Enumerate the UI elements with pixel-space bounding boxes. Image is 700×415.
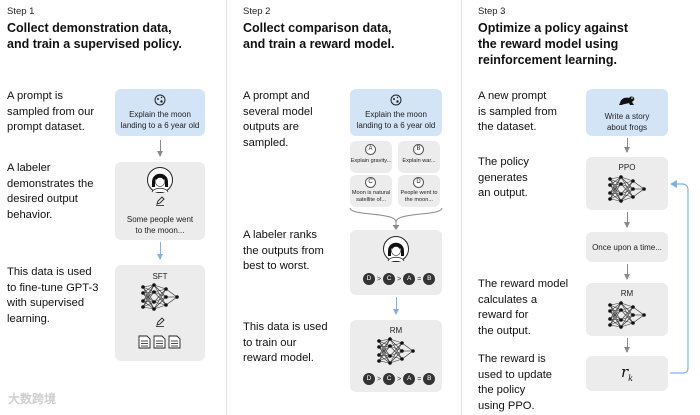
step1-desc-prompt: A prompt is sampled from our prompt data… [7,90,95,133]
step3-arrow-1 [624,138,630,153]
step3-rm-label: RM [620,289,634,298]
documents-icon [138,335,181,349]
step3-reward-card: rk [586,356,668,391]
step2-arrow-2 [393,297,399,315]
step3-arrow-4 [624,338,630,353]
step3-desc-rm: The reward model calculates a reward for… [478,278,569,337]
step1-labeler-card: Some people went to the moon... [115,162,205,240]
step2-output-d: D People went to the moon... [398,175,440,207]
rank-item: C [383,273,396,285]
step2-rm-label: RM [389,326,403,335]
rank-item: C [383,373,396,385]
step2-output-b: B Explain war... [398,141,440,173]
step3-prompt-text: Write a story about frogs [604,112,650,132]
step3-label: Step 3 [478,6,506,17]
labeler-avatar-icon [383,236,409,262]
moon-icon [390,94,402,106]
rank-op: > [377,375,382,383]
step3-ppo-label: PPO [618,163,636,172]
step3-output-text: Once upon a time... [592,243,662,252]
output-letter-c: C [365,177,376,188]
reward-main: r [620,363,629,381]
step3-rm-neural-net-icon [608,301,646,329]
step1-arrow-1 [157,140,163,157]
step2-desc-sampled: A prompt and several model outputs are s… [243,90,313,149]
step2-prompt-text: Explain the moon landing to a 6 year old [356,110,436,130]
reward-sub: k [628,374,634,383]
step3-heading: Optimize a policy against the reward mod… [478,21,629,67]
rank-item: D [363,373,375,385]
output-text-b: Explain war... [402,158,436,164]
step3-output-card: Once upon a time... [586,232,668,262]
rank-op: = [417,275,422,283]
step2-label: Step 2 [243,6,271,17]
rank-item: B [423,373,436,385]
step2-ranking-2: D > C > A = B [363,373,436,385]
rank-item: A [403,273,416,285]
step3-prompt-box: Write a story about frogs [586,89,668,136]
step1-labeler-text: Some people went to the moon... [126,215,194,235]
step1-prompt-text: Explain the moon landing to a 6 year old [120,110,200,130]
rank-op: > [397,375,402,383]
step2-merge-bracket [349,207,443,230]
pencil-icon [156,196,165,206]
step2-output-c: C Moon is natural satellite of... [350,175,392,207]
step1-desc-finetune: This data is used to fine-tune GPT-3 wit… [7,266,99,325]
reward-symbol: rk [586,363,668,383]
step2-desc-train: This data is used to train our reward mo… [243,321,328,364]
step1-arrow-2 [157,242,163,260]
output-text-a: Explain gravity... [350,158,392,164]
step2-prompt-box: Explain the moon landing to a 6 year old [350,89,442,136]
step2-output-a: A Explain gravity... [350,141,392,173]
step2-labeler-card: D > C > A = B [350,230,442,295]
step2-desc-ranks: A labeler ranks the outputs from best to… [243,229,324,272]
frog-icon [619,96,635,105]
step2-ranking-1: D > C > A = B [363,273,436,285]
step1-label: Step 1 [7,6,35,17]
step3-neural-net-icon [608,175,646,203]
moon-icon [154,94,166,106]
rank-op: > [397,275,402,283]
step2-rm-card: RM D > C > A = B [350,320,442,392]
rank-item: A [403,373,416,385]
step3-rm-card: RM [586,283,668,336]
rank-op: > [377,275,382,283]
step3-arrow-3 [624,264,630,280]
step1-sft-card: SFT [115,265,205,361]
step3-feedback-arrow [670,180,689,374]
step2-heading: Collect comparison data, and train a rew… [243,21,395,51]
step3-arrow-2 [624,212,630,228]
step3-desc-prompt: A new prompt is sampled from the dataset… [478,90,557,133]
output-letter-b: B [413,144,424,155]
column-divider-2 [461,0,462,415]
rank-op: = [417,375,422,383]
rank-item: D [363,273,375,285]
output-letter-a: A [365,144,376,155]
watermark: 大数跨境 [8,392,57,406]
rank-item: B [423,273,436,285]
column-divider-1 [226,0,227,415]
step1-neural-net-icon [141,283,179,311]
pencil-icon-2 [156,317,165,327]
step2-neural-net-icon [377,337,415,365]
output-letter-d: D [413,177,424,188]
labeler-avatar-icon [147,167,173,193]
step3-desc-policy: The policy generates an output. [478,156,529,199]
step1-sft-label: SFT [152,272,168,281]
output-text-c: Moon is natural satellite of... [351,190,391,203]
step3-desc-update: The reward is used to update the policy … [478,353,553,412]
step1-heading: Collect demonstration data, and train a … [7,21,182,51]
output-text-d: People went to the moon... [400,190,438,203]
step3-ppo-card: PPO [586,157,668,210]
step1-desc-labeler: A labeler demonstrates the desired outpu… [7,162,94,221]
step1-prompt-box: Explain the moon landing to a 6 year old [115,89,205,136]
